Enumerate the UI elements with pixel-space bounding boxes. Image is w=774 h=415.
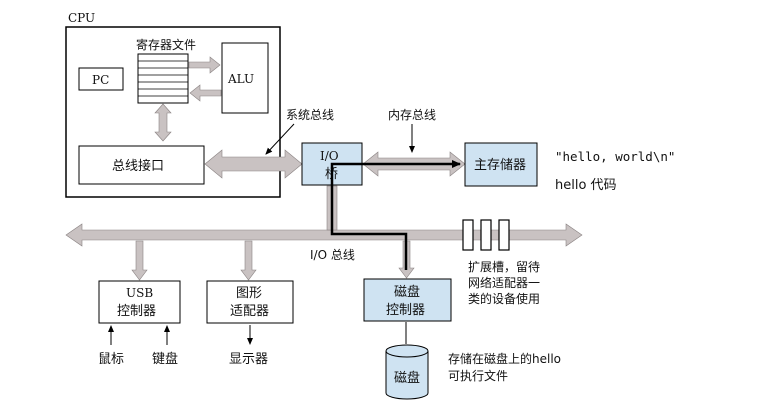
bus-interface-box: [78, 145, 205, 185]
cpu-title: CPU: [68, 11, 95, 25]
disk-controller-line1: 磁盘: [394, 284, 420, 300]
main-memory-label: 主存储器: [474, 158, 526, 173]
disk-label: 磁盘: [394, 370, 420, 386]
alu-label: ALU: [227, 72, 254, 86]
expansion-slots-note-line3: 类的设备使用: [468, 291, 540, 306]
hello-data-path: [330, 160, 461, 270]
regfile-to-alu-arrow: [188, 56, 221, 74]
expansion-slots: [462, 219, 510, 251]
system-bus: [204, 149, 303, 179]
main-memory-content-line1: "hello, world\n": [555, 149, 675, 164]
regfile-bus-interface-arrow: [154, 103, 172, 142]
keyboard-label: 键盘: [152, 351, 178, 367]
graphics-adapter-line2: 适配器: [230, 304, 269, 319]
expansion-slots-note-line2: 网络适配器一: [468, 275, 540, 290]
usb-controller-box: [98, 280, 181, 324]
disk-note-line2: 可执行文件: [448, 368, 508, 383]
io-bus-label: I/O 总线: [310, 248, 355, 262]
expansion-slots-note-line1: 扩展槽，留待: [468, 260, 540, 274]
register-file: [137, 53, 189, 104]
system-bus-label: 系统总线: [286, 108, 334, 122]
main-memory-box: [464, 142, 538, 187]
alu-to-regfile-arrow: [189, 84, 222, 102]
pc-label: PC: [92, 73, 109, 87]
system-bus-pointer: [265, 123, 295, 155]
graphics-bus-connector: [240, 240, 257, 281]
usb-controller-line2: 控制器: [117, 304, 156, 319]
main-memory-content-line2: hello 代码: [555, 178, 617, 193]
memory-bus-label: 内存总线: [388, 108, 436, 122]
pc-box: [78, 67, 124, 91]
graphics-adapter-box: [206, 280, 294, 324]
register-file-label: 寄存器文件: [136, 37, 196, 52]
usb-controller-line1: USB: [126, 286, 153, 300]
disk-controller-line2: 控制器: [386, 303, 425, 318]
disk-controller-box: [363, 278, 452, 322]
io-bus: [65, 223, 583, 247]
usb-bus-connector: [131, 240, 148, 281]
mouse-label: 鼠标: [98, 352, 124, 367]
disk-icon: [385, 344, 429, 400]
cpu-box: [65, 26, 281, 198]
alu-box: [221, 42, 269, 114]
disk-note-line1: 存储在磁盘上的hello: [448, 351, 561, 366]
display-label: 显示器: [229, 352, 268, 367]
graphics-adapter-line1: 图形: [236, 286, 262, 301]
io-bridge-label-line1: I/O: [320, 149, 339, 163]
bus-interface-label: 总线接口: [112, 158, 164, 174]
